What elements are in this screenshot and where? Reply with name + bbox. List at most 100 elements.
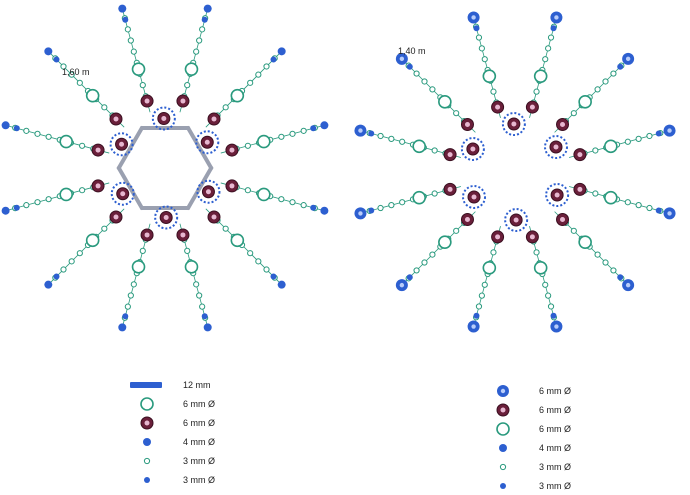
tip-bead — [277, 280, 286, 289]
seed-bead — [101, 225, 108, 232]
seed-bead — [635, 202, 642, 209]
seed-bead — [478, 292, 485, 299]
seed-bead — [481, 56, 488, 63]
tip-bead — [320, 121, 329, 130]
maroon-swatch-icon — [483, 402, 523, 418]
ring-bead — [533, 69, 548, 83]
seed-bead — [263, 63, 270, 70]
seed-bead — [592, 190, 599, 197]
ring-bead — [533, 261, 548, 275]
blue6-swatch-icon — [483, 383, 523, 399]
seed-bead — [79, 142, 86, 149]
seed-bead — [413, 70, 420, 77]
swatch — [496, 422, 510, 436]
ring-bead — [412, 190, 426, 205]
blue-bead — [53, 273, 60, 280]
bead-ring — [543, 135, 568, 160]
bead-ring — [195, 130, 220, 155]
tip-bead — [118, 323, 127, 332]
seed-bead — [278, 133, 285, 140]
seed-bead — [431, 147, 438, 154]
blue-bead — [406, 274, 413, 281]
blue-bead — [368, 130, 375, 137]
legend-label: 6 mm Ø — [539, 386, 572, 396]
seed-bead — [76, 250, 83, 257]
blue-bead — [473, 25, 480, 32]
seed-bead — [646, 204, 653, 212]
seed-bead — [130, 48, 137, 55]
blue-bead — [270, 56, 277, 63]
seed-bead — [127, 37, 134, 44]
swatch — [144, 477, 150, 483]
seed-bead — [127, 292, 134, 299]
seed-bead — [542, 281, 549, 288]
seed-bead — [300, 202, 307, 209]
ring-bead — [482, 261, 497, 275]
seed-bead — [388, 202, 395, 209]
seed-bead — [199, 303, 206, 310]
seed-bead — [431, 190, 438, 197]
blue-bead — [122, 313, 129, 320]
seed-bead — [184, 82, 191, 89]
bead-ring — [504, 207, 529, 232]
ring-bead — [578, 235, 592, 249]
blue-bead — [53, 56, 60, 63]
seed-bead — [45, 133, 52, 140]
ring-bead — [604, 190, 618, 205]
legend-item: 6 mm Ø — [127, 395, 215, 413]
tip-bead — [320, 206, 329, 215]
ring3-swatch-icon — [127, 453, 167, 469]
ring3-swatch-icon — [483, 459, 523, 475]
seed-bead — [602, 259, 609, 266]
seed-bead — [610, 70, 617, 77]
seed-bead — [547, 34, 555, 41]
blue-bead — [406, 63, 413, 70]
seed-bead — [60, 266, 67, 273]
ring-bead — [131, 62, 146, 76]
seed-bead — [533, 249, 540, 256]
seed-bead — [124, 303, 131, 310]
seed-bead — [247, 79, 254, 86]
bugle-swatch-icon — [127, 377, 167, 393]
legend-label: 6 mm Ø — [183, 418, 216, 428]
seed-bead — [533, 88, 540, 95]
ring-swatch-icon — [483, 421, 523, 437]
blue-bead — [617, 63, 624, 70]
bead-ring — [110, 181, 135, 206]
legend-label: 3 mm Ø — [539, 462, 572, 472]
legend-label: 6 mm Ø — [183, 399, 216, 409]
snowflake — [354, 11, 676, 333]
seed-bead — [45, 196, 52, 203]
seed-bead — [377, 132, 384, 140]
seed-bead — [34, 199, 41, 206]
seed-bead — [610, 267, 617, 274]
tip-bead — [118, 4, 127, 13]
seed-bead — [475, 34, 483, 41]
seed-bead — [193, 48, 200, 55]
bugle-bead — [116, 125, 144, 170]
ring-bead — [184, 260, 199, 274]
swatch — [499, 444, 507, 452]
seed-bead — [635, 135, 642, 142]
seed-bead — [421, 78, 428, 85]
ring-bead — [85, 233, 100, 248]
seed-bead — [545, 45, 552, 52]
ring-bead — [230, 88, 245, 103]
legend-item: 3 mm Ø — [127, 452, 215, 470]
seed-bead — [76, 79, 83, 86]
ring-bead — [131, 260, 146, 274]
right-size-label: 1,40 m — [398, 46, 426, 56]
seed-bead — [278, 196, 285, 203]
ring-bead — [604, 139, 618, 154]
ring-swatch-icon — [127, 396, 167, 412]
seed-bead — [646, 132, 653, 140]
legend-label: 4 mm Ø — [183, 437, 216, 447]
seed-bead — [130, 281, 137, 288]
seed-bead — [594, 86, 601, 93]
seed-bead — [79, 187, 86, 194]
seed-bead — [545, 292, 552, 299]
bead-ring — [151, 106, 176, 131]
left-size-label: 1,60 m — [62, 67, 90, 77]
seed-bead — [542, 56, 549, 63]
